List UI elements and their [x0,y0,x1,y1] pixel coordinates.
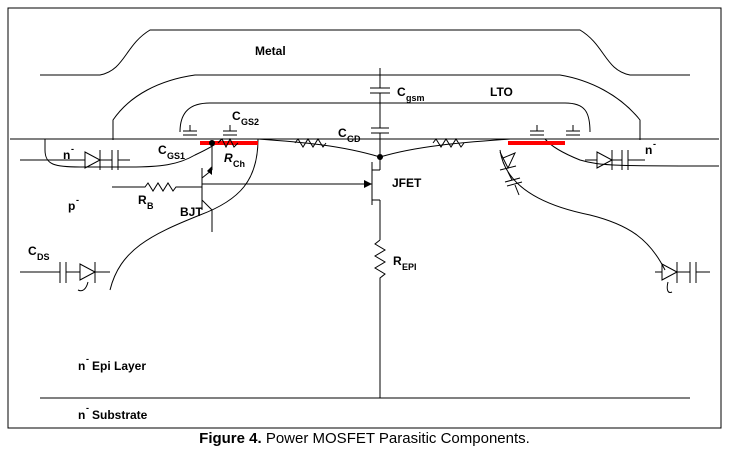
right-gate-capacitor-2 [566,125,580,136]
right-n-well [544,138,720,167]
bjt-emitter-arrow [207,166,212,175]
bjt-symbol [201,143,235,232]
cds-right-network [655,262,710,293]
gate-outline [179,102,591,133]
right-slanted-diode [499,151,523,196]
epi-layer-label: n Epi Layer [78,359,146,373]
rb-subscript: B [147,201,154,211]
cds-subscript: DS [37,252,50,262]
left-p-body [109,138,259,291]
substrate-label: n Substrate [78,408,148,422]
right-body-diode [585,150,645,170]
cgs2-label: C [232,109,241,123]
cgsm-label: C [397,85,406,99]
cds-label: C [28,244,37,258]
right-accumulation-resistor [432,138,465,148]
caption-figure-number: Figure 4. [199,430,262,447]
p-minus-superscript: - [76,195,79,205]
cgs1-subscript: GS1 [167,151,185,161]
bjt-label: BJT [180,205,203,219]
rb-label: R [138,193,147,207]
n-minus-right-label: n [645,143,652,157]
right-p-body [499,149,666,271]
jfet-gate-arrow [364,180,372,188]
cgd-label: C [338,126,347,140]
cgs2-subscript: GS2 [241,117,259,127]
metal-outline [40,29,690,76]
repi-label: R [393,254,402,268]
rch-subscript: Ch [233,159,245,169]
rb-resistor [112,182,202,192]
cgs2-capacitor [223,125,237,136]
figure-frame [7,7,722,429]
right-gate-capacitor-1 [530,125,544,136]
n-minus-left-label: n [63,148,70,162]
n-minus-right-superscript: - [653,139,656,149]
jfet-symbol [235,157,381,240]
repi-subscript: EPI [402,262,417,272]
cgs1-label: C [158,143,167,157]
cgsm-capacitor [370,68,390,110]
rch-label: R [224,151,233,165]
repi-resistor [374,239,386,398]
jfet-label: JFET [392,176,422,190]
rch-resistor [217,137,239,149]
substrate-superscript: - [86,403,89,413]
metal-label: Metal [255,44,286,58]
cgd-subscript: GD [347,134,361,144]
cgd-capacitor [371,110,389,157]
cgsm-subscript: gsm [406,93,425,103]
lto-label: LTO [490,85,513,99]
cgs1-capacitor [183,125,197,136]
left-accumulation-resistor [294,138,327,148]
p-minus-label: p [68,199,75,213]
cds-left-network [20,262,110,292]
epi-layer-superscript: - [86,354,89,364]
n-minus-left-superscript: - [71,144,74,154]
left-body-diode [20,150,130,170]
caption-text: Power MOSFET Parasitic Components. [261,430,530,447]
figure-caption: Figure 4. Power MOSFET Parasitic Compone… [0,430,729,447]
left-n-well [44,138,223,168]
lto-outline [112,74,641,140]
